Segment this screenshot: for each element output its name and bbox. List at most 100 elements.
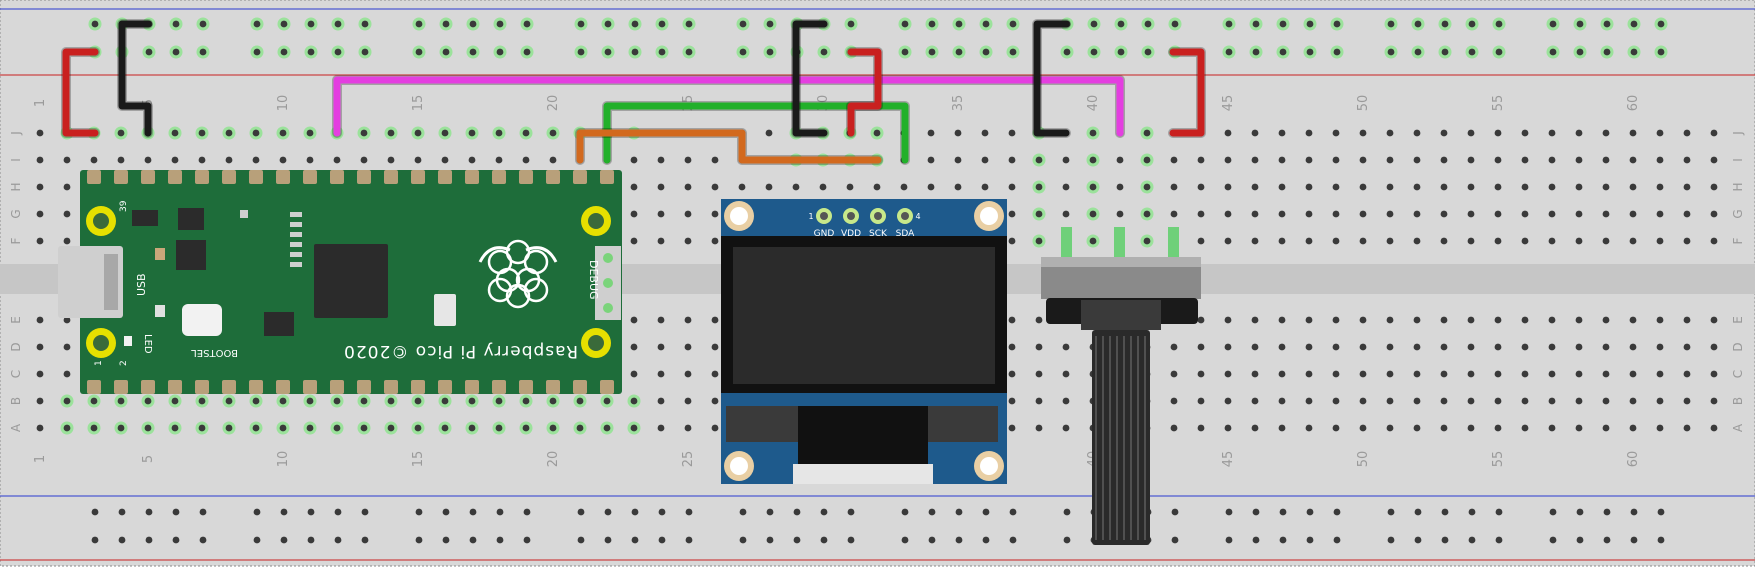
hole xyxy=(1359,129,1367,137)
hole xyxy=(36,397,44,405)
hole xyxy=(468,424,476,432)
hole xyxy=(1467,183,1475,191)
hole xyxy=(1575,397,1583,405)
hole xyxy=(1575,343,1583,351)
hole xyxy=(1278,370,1286,378)
hole xyxy=(1683,397,1691,405)
hole xyxy=(1008,156,1016,164)
hole xyxy=(1170,183,1178,191)
column-number-bottom: 5 xyxy=(141,455,156,463)
pico-pin-top xyxy=(141,170,155,184)
hole xyxy=(1359,424,1367,432)
hole xyxy=(1575,316,1583,324)
rail-hole xyxy=(145,48,153,56)
hole xyxy=(1035,370,1043,378)
hole xyxy=(495,424,503,432)
rail-hole xyxy=(1063,536,1071,544)
hole xyxy=(1629,210,1637,218)
hole xyxy=(1602,343,1610,351)
hole xyxy=(1035,156,1043,164)
hole xyxy=(63,343,71,351)
hole xyxy=(1116,156,1124,164)
rail-hole xyxy=(901,48,909,56)
smd-component xyxy=(290,252,302,257)
hole xyxy=(1386,343,1394,351)
hole xyxy=(684,424,692,432)
hole xyxy=(1413,316,1421,324)
hole xyxy=(63,424,71,432)
hole xyxy=(1224,316,1232,324)
hole xyxy=(1332,424,1340,432)
hole xyxy=(1089,129,1097,137)
rail-hole xyxy=(928,508,936,516)
hole xyxy=(1332,210,1340,218)
rail-hole xyxy=(307,536,315,544)
hole xyxy=(1413,370,1421,378)
hole xyxy=(1575,210,1583,218)
rail-hole xyxy=(307,20,315,28)
hole xyxy=(495,156,503,164)
hole xyxy=(711,156,719,164)
hole xyxy=(1683,156,1691,164)
hole xyxy=(981,156,989,164)
hole xyxy=(1548,210,1556,218)
bootsel-button xyxy=(182,304,222,336)
hole xyxy=(630,237,638,245)
rail-hole xyxy=(847,536,855,544)
hole xyxy=(549,424,557,432)
hole xyxy=(90,156,98,164)
hole xyxy=(1575,237,1583,245)
rail-hole xyxy=(280,536,288,544)
hole xyxy=(684,316,692,324)
hole xyxy=(657,237,665,245)
rail-hole xyxy=(1414,536,1422,544)
hole xyxy=(1224,156,1232,164)
pico-pin-top xyxy=(303,170,317,184)
rail-hole xyxy=(1333,48,1341,56)
hole xyxy=(1656,237,1664,245)
hole xyxy=(414,424,422,432)
hole xyxy=(1683,343,1691,351)
hole xyxy=(36,210,44,218)
usb-connector-inner xyxy=(104,254,118,310)
rail-hole xyxy=(1387,508,1395,516)
hole xyxy=(1656,210,1664,218)
hole xyxy=(1413,183,1421,191)
rail-hole xyxy=(334,48,342,56)
rail-hole xyxy=(280,20,288,28)
rail-hole xyxy=(955,48,963,56)
debug-label: DEBUG xyxy=(587,260,600,300)
hole xyxy=(1656,183,1664,191)
hole xyxy=(1332,156,1340,164)
hole xyxy=(1251,316,1259,324)
rail-hole xyxy=(1171,20,1179,28)
hole xyxy=(684,370,692,378)
hole xyxy=(1197,237,1205,245)
rail-hole xyxy=(1306,508,1314,516)
rail-hole xyxy=(658,48,666,56)
led xyxy=(124,336,132,346)
hole xyxy=(1278,183,1286,191)
column-number-bottom: 10 xyxy=(276,451,291,468)
small-chip xyxy=(264,312,294,336)
hole xyxy=(36,237,44,245)
hole xyxy=(225,397,233,405)
hole xyxy=(1467,129,1475,137)
pico-pin-top xyxy=(330,170,344,184)
hole xyxy=(711,424,719,432)
hole xyxy=(1440,370,1448,378)
rail-hole xyxy=(901,508,909,516)
hole xyxy=(819,183,827,191)
hole xyxy=(657,210,665,218)
hole xyxy=(711,237,719,245)
rail-hole xyxy=(928,48,936,56)
hole xyxy=(1035,397,1043,405)
hole xyxy=(1143,183,1151,191)
hole xyxy=(1440,397,1448,405)
rail-hole xyxy=(1468,48,1476,56)
hole xyxy=(576,424,584,432)
hole xyxy=(1062,370,1070,378)
rail-hole xyxy=(604,536,612,544)
hole xyxy=(1035,237,1043,245)
hole xyxy=(468,129,476,137)
